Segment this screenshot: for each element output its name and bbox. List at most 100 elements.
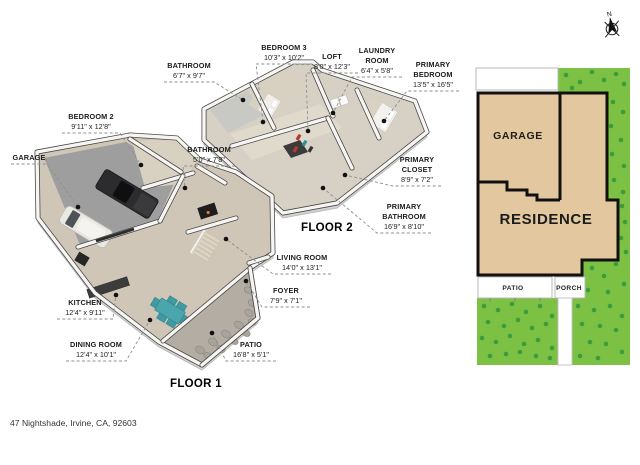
room-label-garage: GARAGE bbox=[11, 153, 81, 210]
room-dims-text: 6'7" x 9'7" bbox=[173, 71, 205, 80]
room-dims-text: 6'4" x 5'8" bbox=[361, 66, 393, 75]
compass-needle-icon bbox=[608, 17, 618, 34]
floor1-wall bbox=[247, 255, 270, 265]
floor2-wall bbox=[230, 116, 330, 148]
leader-line bbox=[211, 332, 276, 362]
room-label-text: BEDROOM bbox=[413, 70, 452, 79]
anchor-dot bbox=[75, 204, 81, 210]
floor1-title: FLOOR 1 bbox=[170, 378, 222, 390]
room-dims-text: 10'3" x 10'2" bbox=[264, 53, 304, 62]
floor2-plan bbox=[201, 59, 430, 219]
kitchen-backsplash bbox=[95, 227, 135, 243]
floor2-wall bbox=[250, 82, 276, 130]
site-residence-label: RESIDENCE bbox=[500, 211, 593, 228]
leader-line bbox=[245, 280, 310, 308]
anchor-dot bbox=[240, 97, 246, 103]
site-plan: GARAGE RESIDENCE PATIO PORCH bbox=[475, 67, 630, 366]
lawn-shrub-dots bbox=[479, 69, 629, 361]
anchor-dot bbox=[147, 317, 153, 323]
anchor-dot bbox=[243, 278, 249, 284]
room-dims-text: 8'9" x 7'2" bbox=[401, 175, 433, 184]
patio-fence-ticks bbox=[489, 298, 541, 302]
leader-line bbox=[66, 319, 151, 362]
site-patio-label: PATIO bbox=[502, 285, 523, 292]
room-dims-text: 16'8" x 5'1" bbox=[233, 350, 269, 359]
patio-floor bbox=[159, 268, 258, 365]
site-garage-label: GARAGE bbox=[493, 130, 543, 142]
room-label-text: BATHROOM bbox=[187, 145, 231, 154]
room-label-text: PRIMARY bbox=[416, 60, 450, 69]
anchor-dot bbox=[260, 119, 266, 125]
room-label-text: CLOSET bbox=[402, 165, 433, 174]
white-van bbox=[59, 205, 113, 249]
floor2-wall bbox=[355, 88, 381, 140]
floor1-wall bbox=[128, 137, 183, 174]
anchor-dot bbox=[113, 292, 119, 298]
room-label-text: PATIO bbox=[240, 340, 262, 349]
room-dims-text: 16'9" x 8'10" bbox=[384, 222, 424, 231]
anchor-dot bbox=[209, 330, 215, 336]
room-label-bedroom-2: BEDROOM 29'11" x 12'8" bbox=[62, 112, 144, 168]
room-label-text: FOYER bbox=[273, 286, 299, 295]
leader-line bbox=[383, 90, 459, 122]
room-label-text: ROOM bbox=[365, 56, 388, 65]
anchor-dot bbox=[138, 162, 144, 168]
room-dims-text: 14'0" x 13'1" bbox=[282, 263, 322, 272]
leader-line bbox=[322, 187, 431, 234]
room-label-text: BEDROOM 2 bbox=[68, 112, 114, 121]
room-dims-text: 7'9" x 7'1" bbox=[270, 296, 302, 305]
leader-line bbox=[344, 174, 441, 187]
address-text: 47 Nightshade, Irvine, CA, 92603 bbox=[10, 418, 137, 428]
floor1-wall bbox=[195, 164, 227, 185]
fireplace bbox=[197, 202, 219, 220]
room-label-text: PRIMARY bbox=[387, 202, 421, 211]
room-label-text: LAUNDRY bbox=[359, 46, 395, 55]
black-truck bbox=[95, 169, 159, 219]
leader-line bbox=[255, 63, 312, 123]
leader-line bbox=[225, 238, 331, 275]
compass-north-label: N bbox=[607, 11, 613, 19]
room-label-text: PRIMARY bbox=[400, 155, 434, 164]
building-footprint bbox=[476, 91, 620, 277]
patio-fence bbox=[200, 266, 260, 367]
room-label-text: LIVING ROOM bbox=[277, 253, 328, 262]
anchor-dot bbox=[381, 118, 387, 124]
room-dims-text: 13'5" x 16'5" bbox=[413, 80, 453, 89]
compass: N bbox=[604, 11, 620, 38]
room-label-text: BEDROOM 3 bbox=[261, 43, 307, 52]
leader-line bbox=[11, 163, 79, 208]
room-dims-text: 12'4" x 9'11" bbox=[65, 308, 105, 317]
closet-clothes bbox=[292, 133, 314, 153]
floor2-wall bbox=[311, 68, 335, 118]
site-porch-label: PORCH bbox=[556, 285, 582, 292]
floor1-wall bbox=[158, 174, 185, 223]
staircase bbox=[189, 229, 221, 263]
leader-line bbox=[57, 294, 117, 320]
anchor-dot bbox=[330, 110, 336, 116]
leader-line bbox=[305, 72, 358, 132]
floor1-plan bbox=[34, 132, 276, 371]
anchor-dot bbox=[182, 185, 188, 191]
walkway bbox=[557, 297, 573, 366]
leader-line bbox=[332, 76, 402, 114]
room-label-text: BATHROOM bbox=[167, 61, 211, 70]
leader-line bbox=[164, 81, 244, 101]
floor1-wall bbox=[186, 216, 238, 234]
floor2-title: FLOOR 2 bbox=[301, 222, 353, 234]
driveway bbox=[475, 67, 559, 91]
anchor-dot bbox=[305, 128, 311, 134]
anchor-dot bbox=[223, 236, 229, 242]
room-dims-text: 8'0" x 12'3" bbox=[314, 62, 350, 71]
room-label-bedroom-3: BEDROOM 310'3" x 10'2" bbox=[255, 43, 312, 125]
garage-divider-wall bbox=[478, 93, 562, 202]
